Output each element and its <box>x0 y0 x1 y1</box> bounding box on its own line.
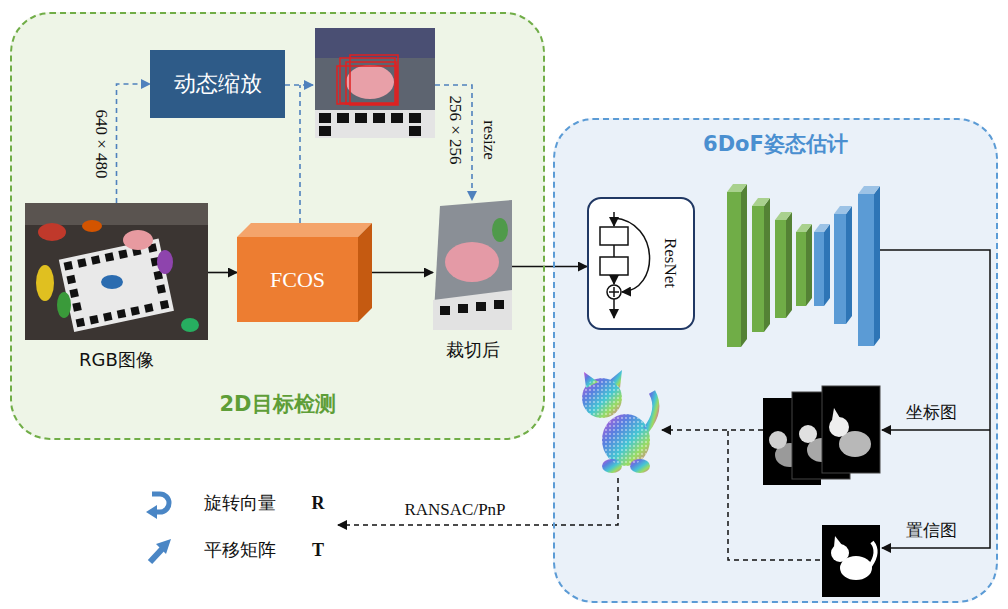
cube-top <box>237 223 372 237</box>
region-panel: 6DoF姿态估计 ResNet 坐标图置信图 <box>553 118 998 603</box>
translation-icon <box>150 539 171 562</box>
map-box: 坐标图 <box>763 386 880 485</box>
output-label: 旋转向量 <box>204 491 276 515</box>
symbol-label: T <box>312 540 324 561</box>
cube-side <box>358 223 372 322</box>
detector-box: FCOS <box>237 223 372 322</box>
residual-block-icon <box>600 212 650 318</box>
point-cloud <box>582 370 656 473</box>
node-label: FCOS <box>237 237 358 322</box>
dimension-label: 256 × 256 <box>445 95 465 164</box>
coordinate-maps <box>763 386 880 485</box>
rotation-icon <box>146 494 169 519</box>
cropped-image <box>433 200 512 330</box>
process-box: 动态缩放 <box>150 50 285 118</box>
caption: 坐标图 <box>906 401 957 424</box>
operation-label: resize <box>479 120 499 160</box>
cube-front <box>237 237 358 322</box>
connector <box>512 266 587 268</box>
image-box: RGB图像 <box>25 203 208 340</box>
region-panel: 2D目标检测 动态缩放 RGB图像 FCOS 裁切后 <box>10 12 545 440</box>
encoder-decoder <box>727 184 880 347</box>
dashed-wire <box>338 478 618 525</box>
dimension-label: 640 × 480 <box>91 109 111 178</box>
rgb-image <box>25 203 208 340</box>
node-label: 2D目标检测 <box>12 390 543 418</box>
map-box: 置信图 <box>822 525 880 597</box>
dashed-wire <box>435 85 472 200</box>
caption: 裁切后 <box>446 338 500 362</box>
connector <box>208 272 237 274</box>
dashed-wire <box>285 84 313 86</box>
node-label: 动态缩放 <box>150 50 285 118</box>
output-label: 平移矩阵 <box>204 538 276 562</box>
resnet-ground <box>587 197 695 330</box>
connector <box>117 84 151 203</box>
dashed-wire <box>299 85 301 223</box>
region-ground <box>10 12 545 440</box>
region-ground <box>553 118 998 603</box>
caption: RGB图像 <box>79 348 154 372</box>
caption: 置信图 <box>906 519 957 542</box>
confidence-map <box>822 525 880 597</box>
node-label: 6DoF姿态估计 <box>555 130 996 158</box>
dashed-wire <box>662 429 763 431</box>
node-label: ResNet <box>660 238 680 288</box>
method-label: RANSAC/PnP <box>404 500 505 520</box>
backbone-box: ResNet <box>587 197 695 330</box>
image-box: 裁切后 <box>433 203 512 330</box>
wire <box>882 429 990 431</box>
connector <box>372 272 433 274</box>
dashed-wire <box>728 430 820 560</box>
wire <box>880 250 990 548</box>
scaled-image <box>315 28 435 138</box>
symbol-label: R <box>312 493 325 514</box>
